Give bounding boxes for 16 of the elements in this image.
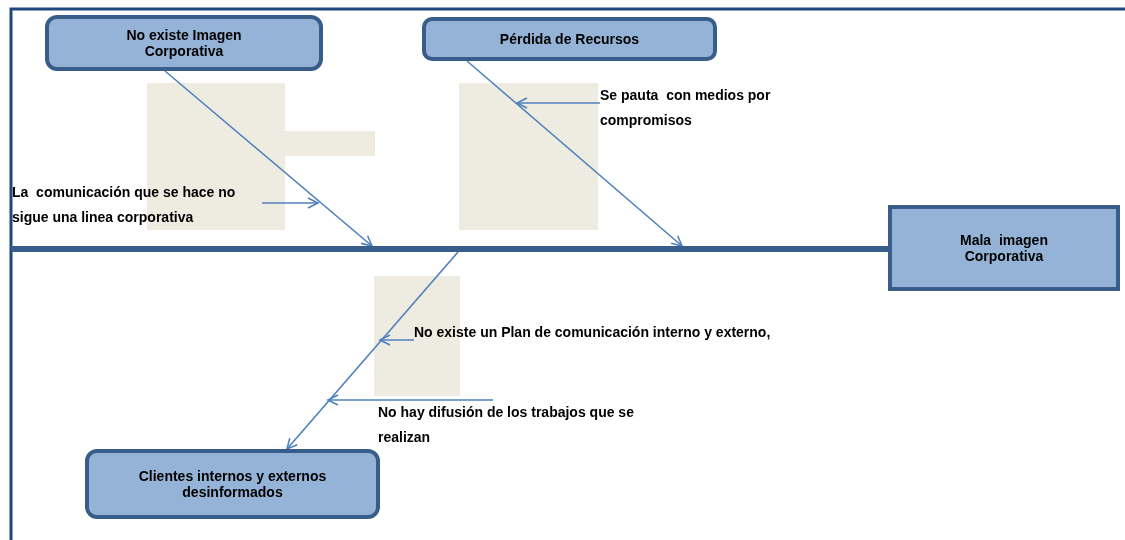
cause-box: Mala imagen Corporativa [888,205,1120,291]
spine-bar [11,246,888,252]
cause-text: No hay difusión de los trabajos que se realizan [378,400,638,450]
cause-box: No existe Imagen Corporativa [45,15,323,71]
cause-text: La comunicación que se hace no sigue una linea corporativa [12,180,262,230]
arrow [285,251,459,451]
arrow [466,60,684,248]
arrow [378,334,415,346]
cause-box: Pérdida de Recursos [422,17,717,61]
arrow [261,197,320,209]
cause-text: Se pauta con medios por compromisos [600,83,800,133]
cause-text: No existe un Plan de comunicación interno y externo, [414,320,874,345]
cause-box: Clientes internos y externos desinformados [85,449,380,519]
arrow [515,97,601,109]
arrow [164,70,374,248]
arrow [326,394,494,406]
